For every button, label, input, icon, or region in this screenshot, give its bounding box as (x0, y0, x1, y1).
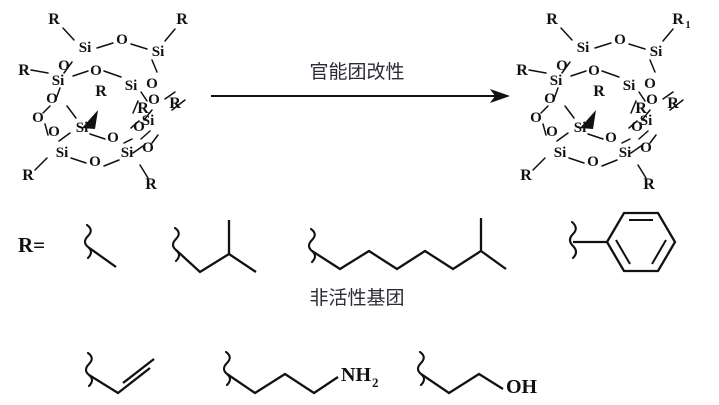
cage-right-si-2: Si (650, 44, 663, 60)
inactive-group-phenyl (568, 211, 677, 273)
cage-left-label-r-top-right: R (176, 11, 188, 28)
poss-cage-right: R R 1 R R R R R R Si O Si O O Si Si O O … (516, 11, 690, 193)
cage-right-o-9: O (605, 130, 617, 146)
cage-right-si-6: Si (640, 113, 653, 129)
cage-left-o-5: O (148, 92, 160, 108)
cage-right-label-r-bottom-right: R (643, 176, 655, 193)
reactive-group-hydroxypropyl: OH (416, 350, 538, 398)
wedge-bond-right (580, 110, 596, 129)
wedge-bond-left (82, 110, 98, 129)
cage-right-o-11: O (587, 154, 599, 170)
cage-left-si-3: Si (52, 73, 65, 89)
cage-right-label-r1-base: R (672, 11, 684, 28)
r-equals-label: R= (18, 233, 45, 257)
cage-right-o-1: O (614, 32, 626, 48)
cage-right-si-4: Si (623, 78, 636, 94)
cage-left-o-12: O (142, 140, 154, 156)
right-arrow-icon (490, 89, 510, 103)
cage-right-o-3: O (588, 63, 600, 79)
amine-label-base: NH (341, 364, 371, 386)
cage-right-o-4: O (644, 76, 656, 92)
cage-left-o-1: O (116, 32, 128, 48)
cage-left-bonds (30, 27, 186, 179)
cage-left-o-7: O (32, 110, 44, 126)
cage-left-si-8: Si (121, 145, 134, 161)
cage-right-si-3: Si (550, 73, 563, 89)
inactive-group-methyl (83, 223, 117, 268)
cage-right-si-5: Si (574, 120, 587, 136)
cage-left-label-r-top: R (48, 11, 60, 28)
cage-right-o-10: O (631, 119, 643, 135)
amine-label: NH 2 (341, 364, 379, 390)
cage-right-label-r-bottom-left: R (520, 167, 532, 184)
cage-left-label-r-left: R (18, 62, 30, 79)
arrow-label: 官能团改性 (309, 61, 404, 83)
cage-left-o-3: O (90, 63, 102, 79)
inactive-group-isooctyl (307, 218, 507, 271)
cage-left-o-2: O (58, 58, 70, 74)
inactive-groups-caption: 非活性基团 (309, 287, 404, 309)
cage-right-o-7: O (530, 110, 542, 126)
cage-left-si-4: Si (125, 78, 138, 94)
cage-right-label-r-interior: R (593, 83, 605, 100)
amine-label-subscript: 2 (372, 375, 379, 390)
cage-left-label-r-bottom-left: R (22, 167, 34, 184)
cage-left-label-r-bottom-right: R (145, 176, 157, 193)
poss-cage-left: R R R R R R R R Si O Si O O Si Si O O O … (18, 11, 188, 193)
cage-right-si-1: Si (577, 40, 590, 56)
cage-left-o-10: O (133, 119, 145, 135)
cage-right-si-7: Si (554, 145, 567, 161)
cage-right-bonds (528, 27, 684, 179)
cage-left-si-6: Si (142, 113, 155, 129)
cage-right-o-8: O (546, 124, 558, 140)
cage-right-label-r-left: R (516, 62, 528, 79)
cage-left-label-r-right-mid: R (169, 95, 181, 112)
cage-right-label-r1-subscript: 1 (686, 20, 691, 31)
cage-left-si-1: Si (79, 40, 92, 56)
reaction-arrow-group: 官能团改性 (211, 61, 510, 103)
cage-right-label-r-right-mid: R (667, 95, 679, 112)
cage-left-si-5: Si (76, 120, 89, 136)
cage-left-o-4: O (146, 76, 158, 92)
cage-left-label-r-interior: R (95, 83, 107, 100)
inactive-group-isobutyl (171, 220, 257, 274)
cage-left-si-2: Si (152, 44, 165, 60)
cage-right-si-8: Si (619, 145, 632, 161)
cage-right-label-r1-top-right: R 1 (672, 11, 690, 31)
cage-left-si-7: Si (56, 145, 69, 161)
cage-left-o-11: O (89, 154, 101, 170)
cage-right-label-r-right-upper: R (635, 100, 647, 117)
cage-right-o-6: O (544, 91, 556, 107)
cage-left-label-r-right-upper: R (137, 100, 149, 117)
reactive-group-allyl (84, 351, 155, 395)
cage-right-o-5: O (646, 92, 658, 108)
cage-right-label-r-top: R (546, 11, 558, 28)
cage-left-o-6: O (46, 91, 58, 107)
cage-right-o-2: O (556, 58, 568, 74)
cage-left-o-8: O (48, 124, 60, 140)
cage-right-o-12: O (640, 140, 652, 156)
hydroxyl-label: OH (506, 376, 538, 398)
reactive-group-aminopropyl: NH 2 (222, 350, 379, 395)
cage-left-o-9: O (107, 130, 119, 146)
